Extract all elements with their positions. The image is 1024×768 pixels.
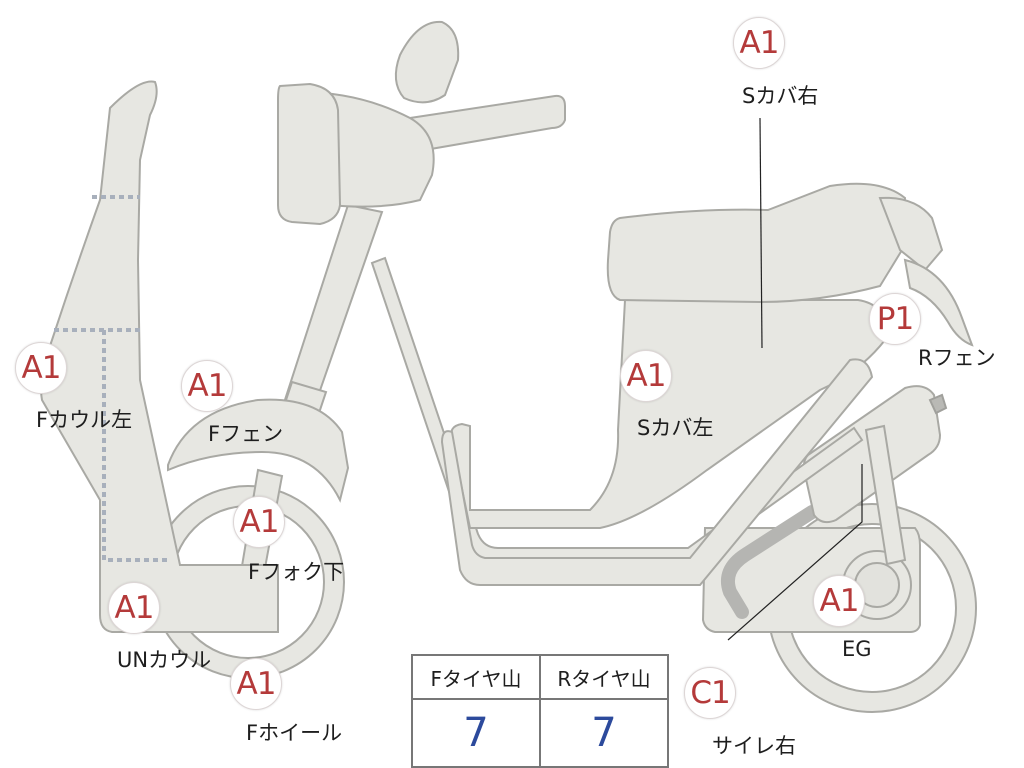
grade-badge-f-fork-lower: A1 — [233, 496, 285, 548]
label-f-fork-lower: Fフォク下 — [248, 560, 345, 584]
cowl-seam-vertical — [102, 330, 170, 562]
grade-badge-s-cover-left: A1 — [620, 350, 672, 402]
label-s-cover-right: Sカバ右 — [742, 84, 819, 108]
tire-tread-header-row: Fタイヤ山 Rタイヤ山 — [411, 654, 669, 700]
label-engine: EG — [842, 637, 872, 661]
grade-badge-engine: A1 — [813, 575, 865, 627]
rear-tire-tread-value: 7 — [539, 698, 669, 768]
tire-tread-value-row: 7 7 — [411, 698, 669, 768]
label-un-cowl: UNカウル — [117, 648, 212, 672]
rear-fender — [903, 258, 974, 347]
leader-line-muffler-right — [727, 464, 863, 641]
deck-bar — [440, 358, 874, 586]
grade-badge-f-cowl-left: A1 — [15, 342, 67, 394]
grade-badge-muffler-right: C1 — [684, 667, 736, 719]
label-s-cover-left: Sカバ左 — [637, 416, 714, 440]
label-f-wheel: Fホイール — [246, 721, 343, 745]
label-f-cowl-left: Fカウル左 — [36, 408, 133, 432]
front-fender — [167, 398, 350, 503]
rear-shock — [864, 424, 907, 566]
rear-tire-tread-header: Rタイヤ山 — [539, 654, 669, 700]
label-r-fender: Rフェン — [918, 346, 996, 370]
grade-badge-f-wheel: A1 — [230, 658, 282, 710]
mirror — [394, 20, 460, 104]
label-f-fender: Fフェン — [208, 422, 284, 446]
grade-badge-f-fender: A1 — [181, 360, 233, 412]
front-cowl — [40, 80, 279, 633]
grade-badge-un-cowl: A1 — [108, 582, 160, 634]
label-muffler-right: サイレ右 — [712, 734, 796, 758]
grade-badge-r-fender: P1 — [869, 293, 921, 345]
rear-body — [878, 196, 944, 272]
grade-badge-s-cover-right: A1 — [733, 17, 785, 69]
tire-tread-table: Fタイヤ山 Rタイヤ山 7 7 — [411, 654, 669, 768]
handlebar — [408, 94, 566, 152]
exhaust-pipe — [720, 505, 819, 619]
seat — [606, 182, 907, 304]
front-tire-tread-value: 7 — [411, 698, 541, 768]
headlight — [277, 82, 342, 226]
front-tire-tread-header: Fタイヤ山 — [411, 654, 541, 700]
leader-line-s-cover-right — [759, 117, 763, 349]
